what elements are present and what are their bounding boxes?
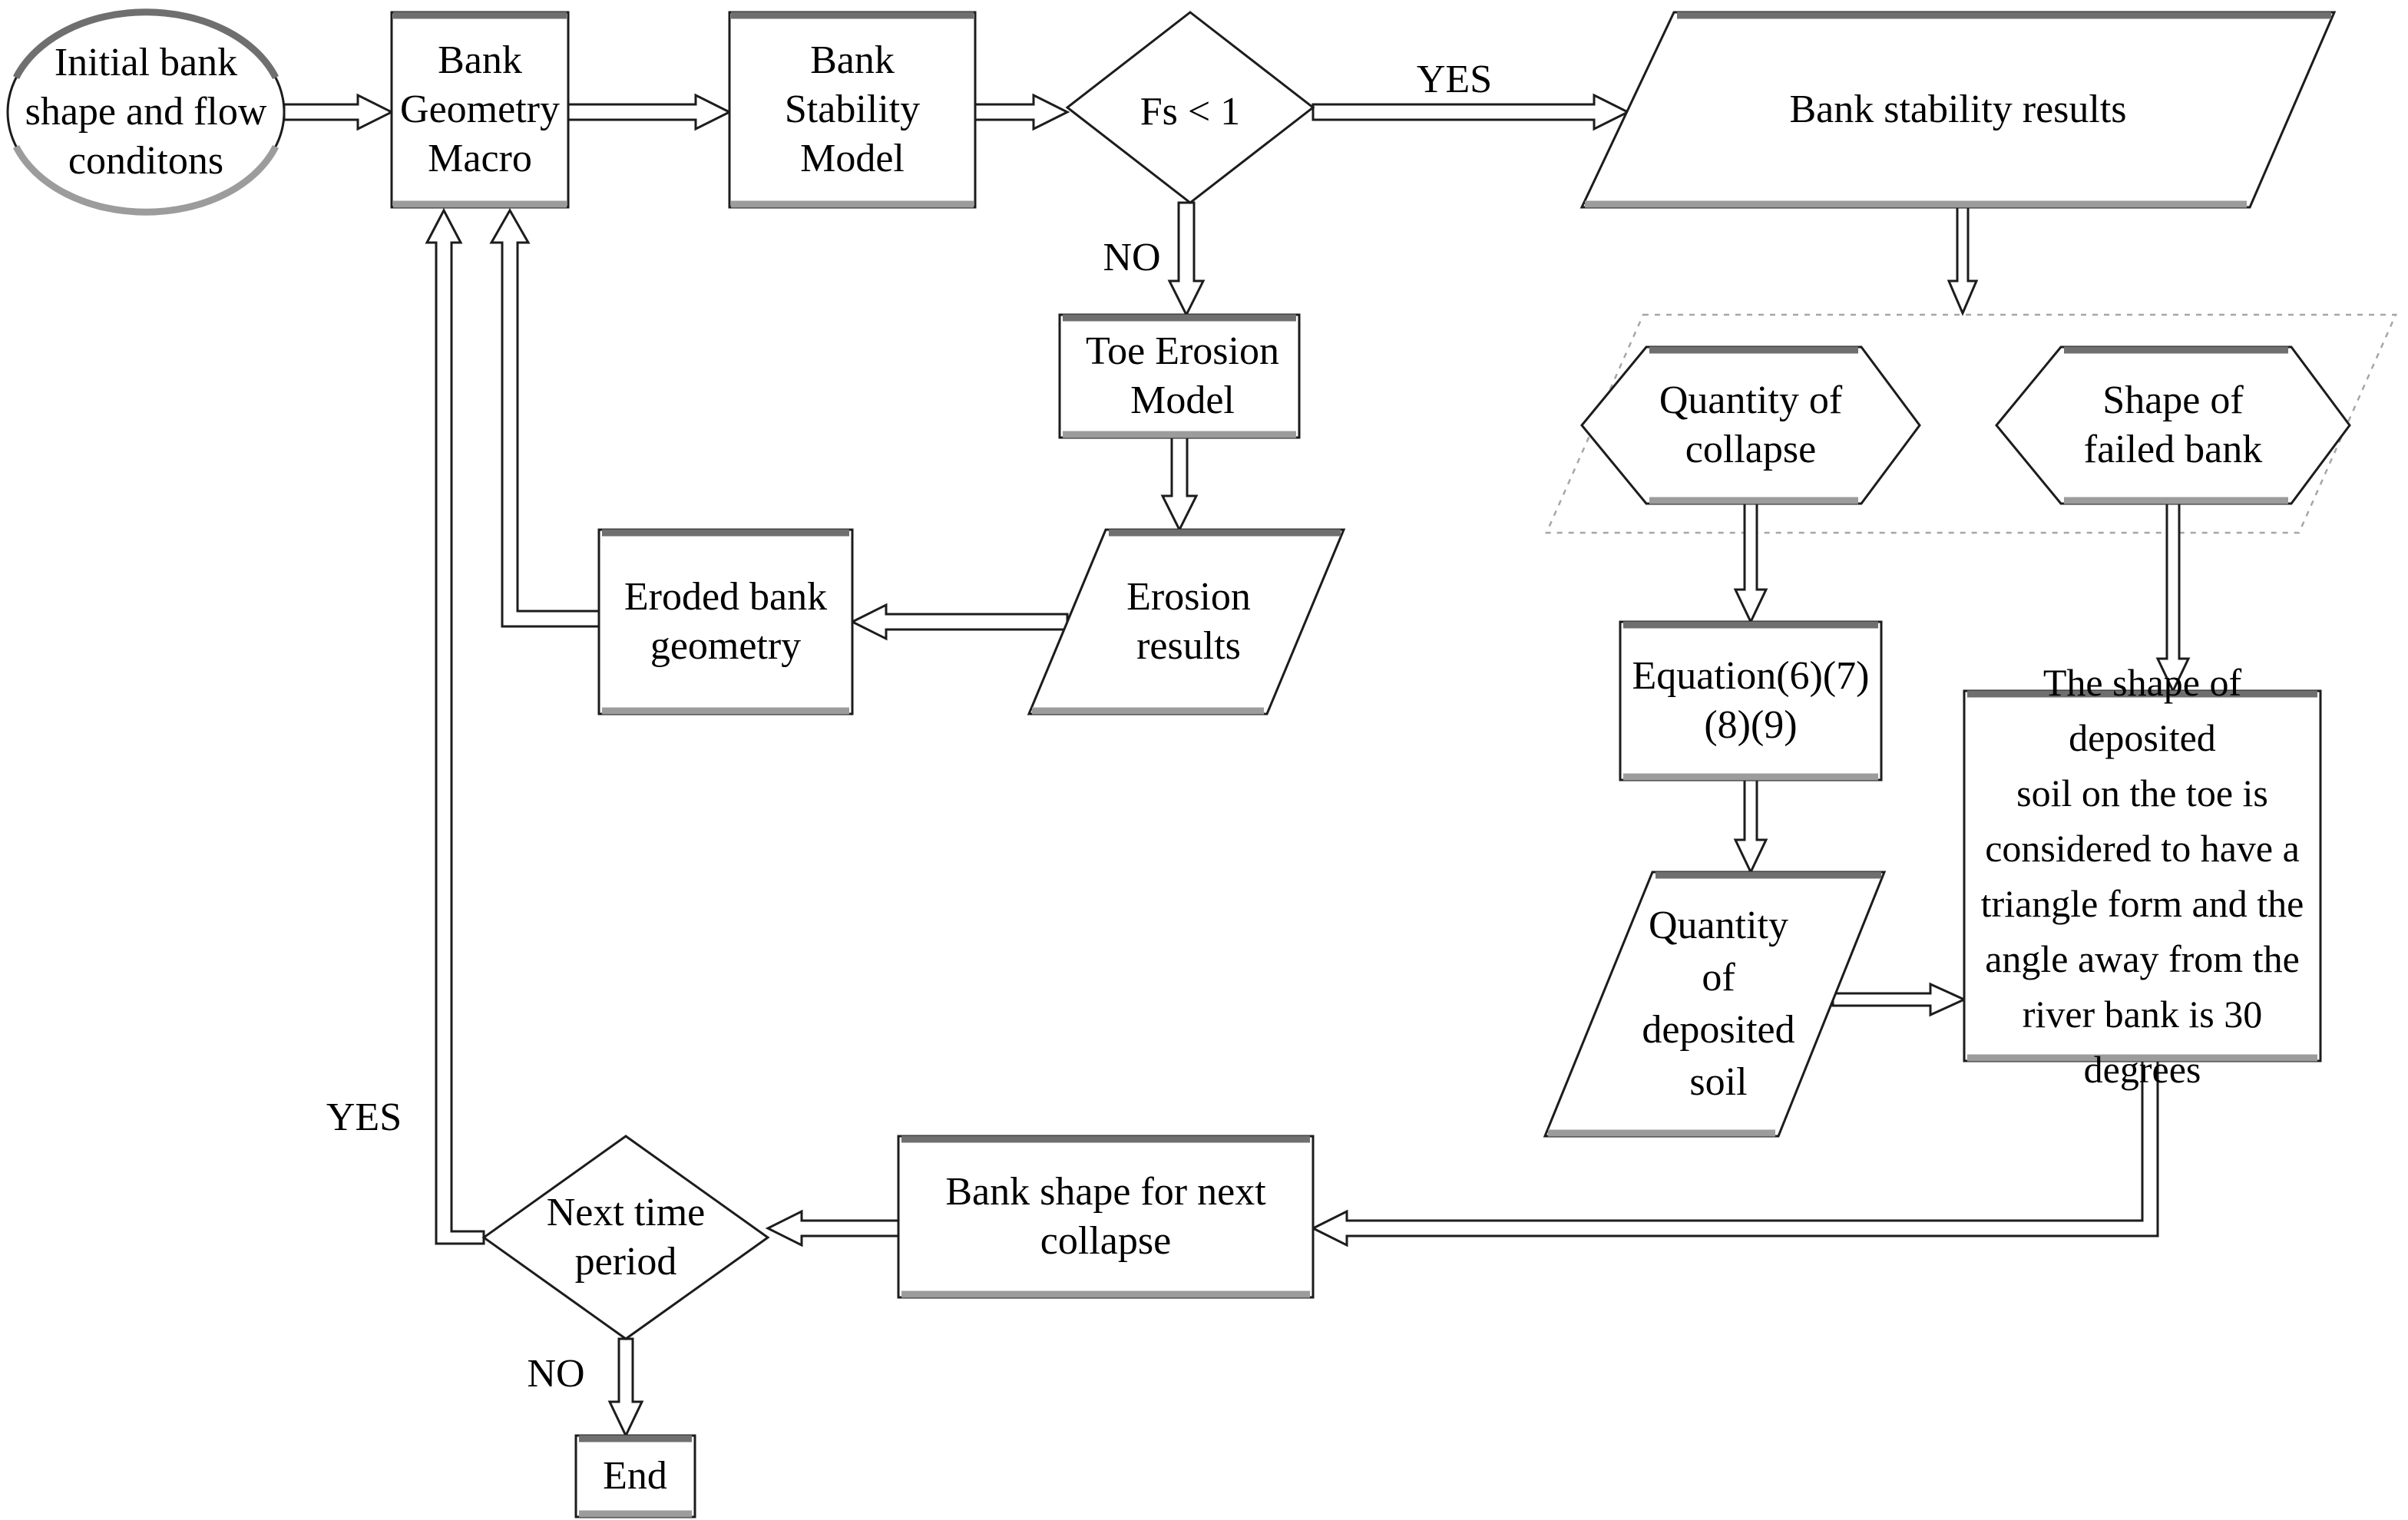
bank-geometry-macro-label: Bank Geometry Macro bbox=[400, 38, 560, 180]
quantity-of-collapse-label: Quantity of collapse bbox=[1659, 378, 1843, 471]
arrow-next-time-yes-to-bank-geometry bbox=[425, 207, 485, 1245]
arrow-next-time-no-to-end bbox=[607, 1337, 644, 1439]
arrow-results-to-collapse-group bbox=[1947, 206, 1979, 316]
oval-top-shadow bbox=[12, 8, 280, 80]
fs-decision-diamond bbox=[1065, 11, 1315, 204]
fs-yes-label: YES bbox=[1416, 58, 1493, 101]
arrow-fs-no-to-toe-erosion bbox=[1167, 201, 1206, 318]
oval-bottom-shadow bbox=[12, 144, 280, 216]
arrow-eroded-bank-to-bank-geometry bbox=[489, 207, 600, 628]
quantity-of-collapse-hexagon bbox=[1580, 345, 1921, 505]
bank-shape-next-collapse-box bbox=[897, 1135, 1315, 1299]
next-period-no-label: NO bbox=[527, 1352, 585, 1396]
initial-conditions-label: Initial bank shape and flow conditons bbox=[25, 41, 267, 183]
erosion-results-label: Erosion results bbox=[1126, 575, 1251, 668]
arrow-note-to-bank-shape bbox=[1310, 1059, 2159, 1247]
bank-stability-results-label: Bank stability results bbox=[1789, 88, 2127, 131]
equations-label: Equation(6)(7) (8)(9) bbox=[1632, 654, 1870, 747]
deposited-soil-note-label: The shape of deposited soil on the toe i… bbox=[1980, 661, 2304, 1091]
toe-erosion-model-box bbox=[1058, 313, 1301, 439]
shape-of-failed-bank-label: Shape of failed bank bbox=[2083, 378, 2263, 471]
shape-of-failed-bank-hexagon bbox=[1995, 345, 2351, 505]
arrow-toe-erosion-to-erosion-results bbox=[1160, 436, 1199, 533]
eroded-bank-geometry-box bbox=[597, 528, 854, 715]
arrow-quantity-collapse-to-equations bbox=[1733, 502, 1768, 625]
deposited-soil-note-box bbox=[1963, 689, 2322, 1062]
arrow-stability-model-to-fs bbox=[974, 93, 1070, 131]
arrow-failed-bank-to-note bbox=[2155, 502, 2191, 694]
arrow-fs-yes-to-results bbox=[1312, 93, 1631, 131]
bank-stability-model-box bbox=[728, 11, 977, 209]
next-time-period-label: Next time period bbox=[546, 1191, 706, 1284]
bank-geometry-macro-box bbox=[390, 11, 570, 209]
fs-decision-label: Fs < 1 bbox=[1140, 90, 1241, 134]
end-label: End bbox=[603, 1454, 667, 1498]
arrow-erosion-results-to-eroded-bank bbox=[849, 603, 1069, 641]
equations-box bbox=[1619, 620, 1883, 781]
arrow-bank-shape-to-next-time bbox=[765, 1209, 900, 1247]
next-time-period-diamond bbox=[481, 1135, 770, 1340]
collapse-outputs-group-outline bbox=[1545, 313, 2397, 534]
arrow-bank-geometry-to-stability-model bbox=[567, 93, 733, 131]
fs-no-label: NO bbox=[1103, 236, 1161, 279]
bank-shape-next-collapse-label: Bank shape for next collapse bbox=[945, 1170, 1266, 1263]
arrow-equations-to-deposited-soil bbox=[1733, 778, 1768, 875]
deposited-soil-label: Quantity of deposited soil bbox=[1642, 904, 1795, 1104]
toe-erosion-model-label: Toe Erosion Model bbox=[1086, 329, 1279, 422]
arrow-deposited-soil-to-note bbox=[1831, 982, 1967, 1017]
arrow-initial-to-bank-geometry bbox=[283, 93, 395, 131]
next-period-yes-label: YES bbox=[326, 1095, 402, 1139]
eroded-bank-geometry-label: Eroded bank geometry bbox=[624, 575, 828, 668]
bank-stability-model-label: Bank Stability Model bbox=[784, 38, 921, 180]
